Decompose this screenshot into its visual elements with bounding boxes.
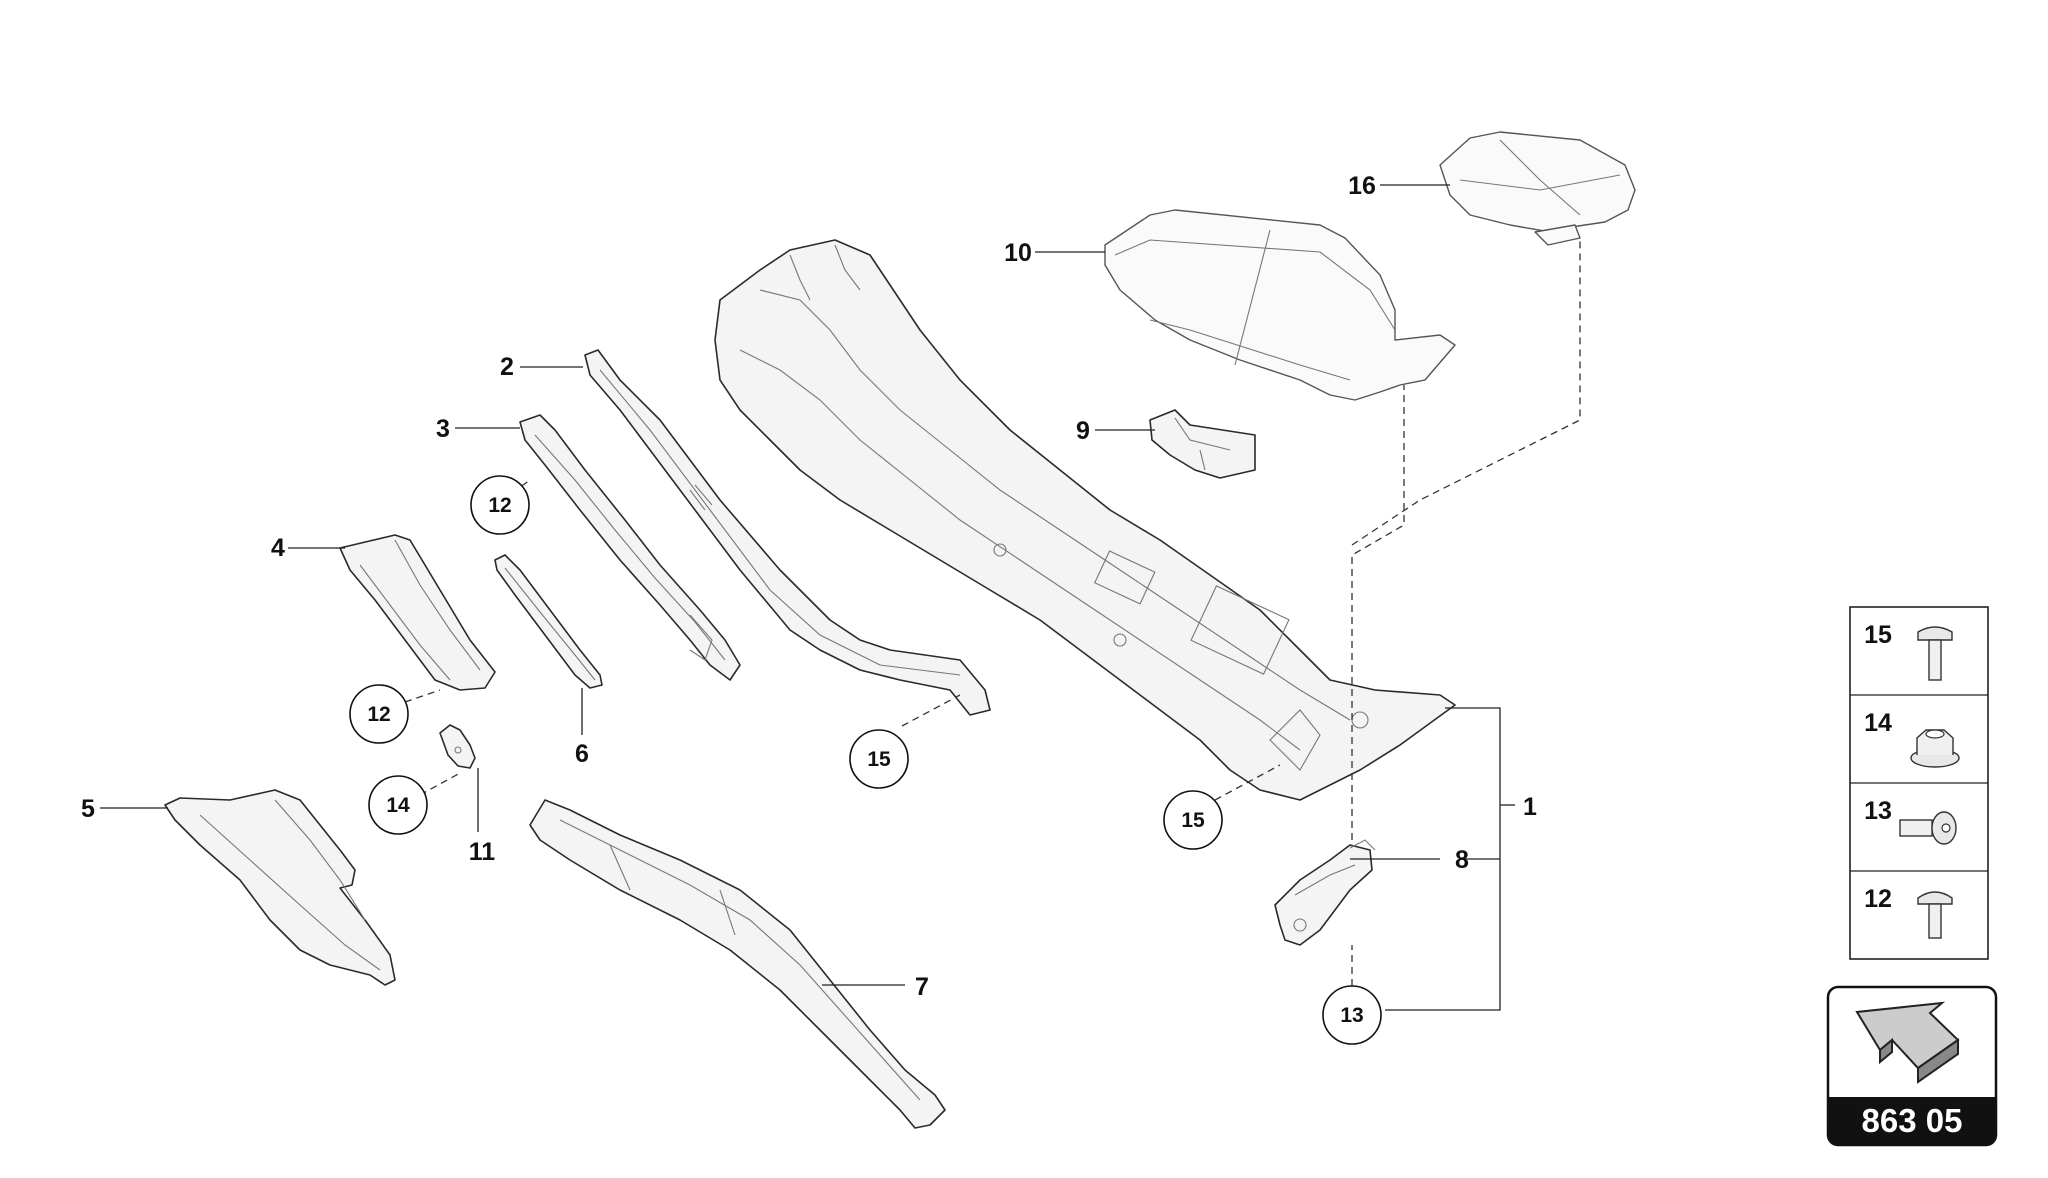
socket-screw-icon xyxy=(1899,811,1957,845)
callout-labels: 1 2 3 4 5 6 7 8 9 10 11 16 xyxy=(81,172,1537,1001)
svg-text:12: 12 xyxy=(488,494,511,517)
legend-row-12: 12 xyxy=(1864,885,1953,939)
side-panel-4 xyxy=(339,534,496,691)
circled-callout-12-upper: 12 xyxy=(470,475,530,535)
flange-nut-icon xyxy=(1910,729,1960,768)
svg-text:15: 15 xyxy=(1864,621,1892,649)
callout-5: 5 xyxy=(81,795,95,823)
svg-text:14: 14 xyxy=(386,794,410,817)
leader-lines xyxy=(100,184,1515,1011)
circled-callouts: 12 12 14 15 15 13 xyxy=(349,475,1382,1045)
end-panel-5 xyxy=(164,789,396,986)
circled-callout-14: 14 xyxy=(368,775,428,835)
callout-6: 6 xyxy=(575,740,589,768)
callout-9: 9 xyxy=(1076,417,1090,445)
direction-arrow-icon xyxy=(1855,1001,1960,1084)
pad-strip-6 xyxy=(494,554,603,689)
callout-7: 7 xyxy=(915,973,929,1001)
svg-text:13: 13 xyxy=(1340,1004,1363,1027)
pan-head-screw-icon xyxy=(1917,891,1953,939)
circled-callout-15-right: 15 xyxy=(1163,790,1223,850)
legend-row-15: 15 xyxy=(1864,621,1953,681)
armrest-cushion-16 xyxy=(1439,131,1636,246)
svg-text:12: 12 xyxy=(367,703,390,726)
flanged-bolt-icon xyxy=(1917,626,1953,681)
callout-4: 4 xyxy=(271,534,285,562)
long-rail-7 xyxy=(529,799,946,1129)
callout-2: 2 xyxy=(500,353,514,381)
fastener-legend: 15 14 13 12 xyxy=(1849,606,1989,960)
svg-text:13: 13 xyxy=(1864,797,1892,825)
callout-16: 16 xyxy=(1348,172,1376,200)
svg-text:15: 15 xyxy=(1181,809,1205,832)
trim-strip-2 xyxy=(584,349,991,716)
svg-text:14: 14 xyxy=(1864,709,1892,737)
clip-9 xyxy=(1149,409,1256,479)
bracket-8 xyxy=(1274,839,1376,946)
callout-8: 8 xyxy=(1455,846,1469,874)
svg-text:15: 15 xyxy=(867,748,891,771)
svg-text:12: 12 xyxy=(1864,885,1892,913)
reference-badge: 863 05 xyxy=(1826,985,1998,1147)
circled-callout-13: 13 xyxy=(1322,985,1382,1045)
legend-row-14: 14 xyxy=(1864,709,1960,768)
trim-strip-3 xyxy=(519,414,741,681)
legend-row-13: 13 xyxy=(1864,797,1957,845)
callout-3: 3 xyxy=(436,415,450,443)
center-console-tunnel xyxy=(714,239,1456,801)
circled-callout-12-lower: 12 xyxy=(349,684,409,744)
callout-11: 11 xyxy=(469,838,496,866)
circled-callout-15-left: 15 xyxy=(849,729,909,789)
armrest-base-10 xyxy=(1104,209,1456,401)
reference-code: 863 05 xyxy=(1862,1102,1963,1139)
callout-1: 1 xyxy=(1523,793,1537,821)
callout-10: 10 xyxy=(1004,239,1032,267)
bracket-11 xyxy=(439,724,476,769)
